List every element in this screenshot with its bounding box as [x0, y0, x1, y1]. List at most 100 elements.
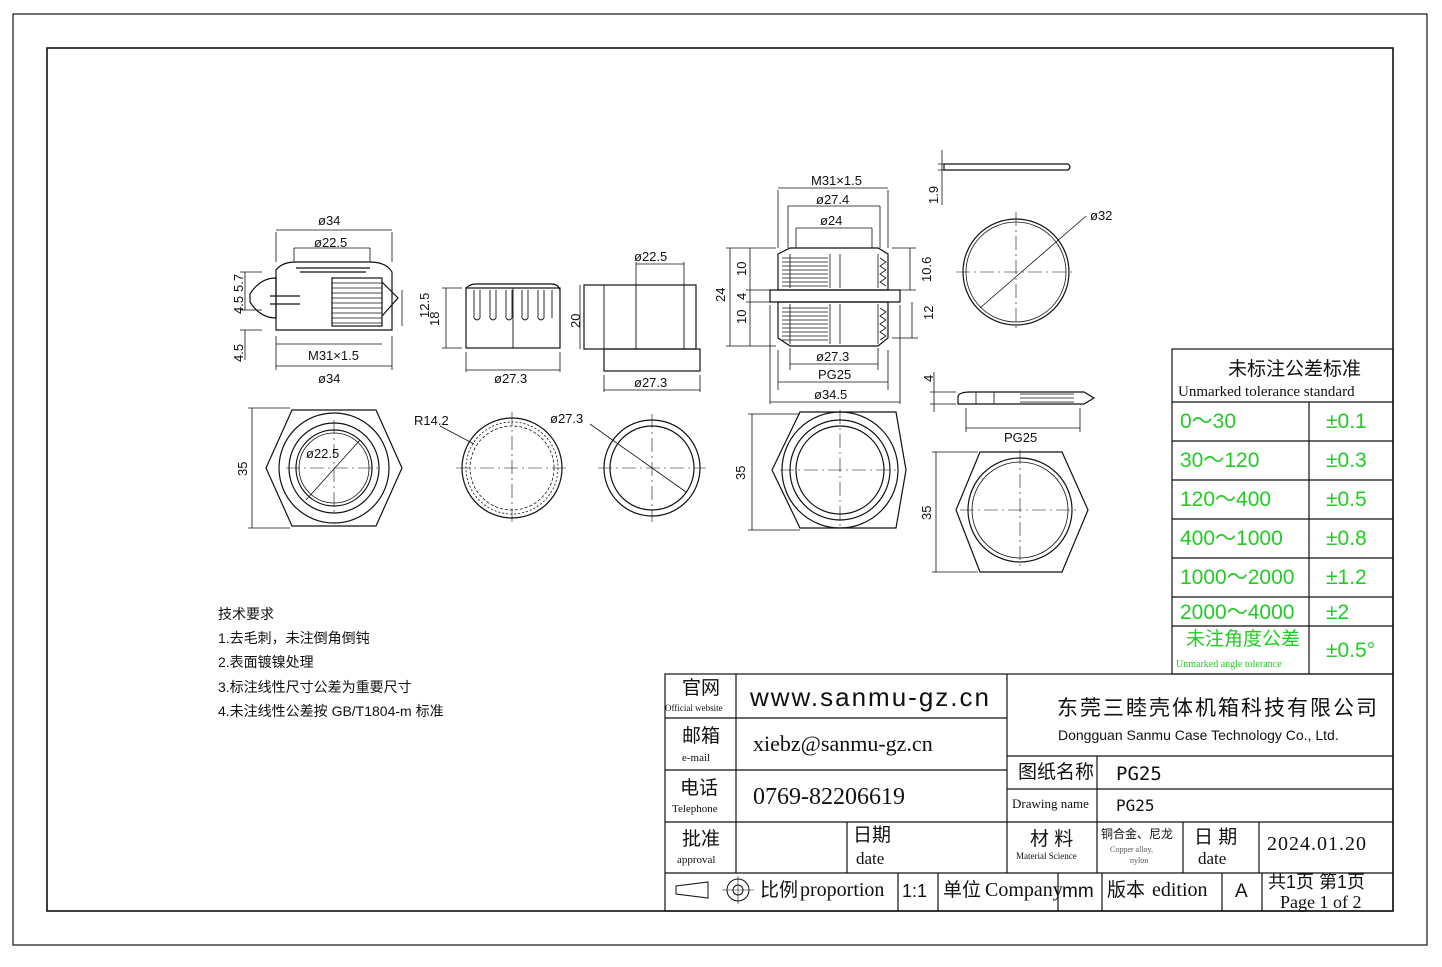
email-label-en: e-mail — [682, 752, 711, 764]
company-name-en: Dongguan Sanmu Case Technology Co., Ltd. — [1058, 727, 1339, 743]
tolerance-value: ±2 — [1326, 601, 1350, 624]
dim-label: 35 — [919, 505, 934, 520]
approval-label-cn: 批准 — [682, 829, 721, 850]
view-washer-top — [956, 212, 1087, 332]
tolerance-value: ±0.3 — [1326, 449, 1367, 472]
edition-label-en: edition — [1152, 879, 1208, 901]
dim-label: ø27.3 — [494, 371, 528, 386]
material-value-cn: 铜合金、尼龙 — [1101, 827, 1174, 841]
material-value-en-2: nylon — [1130, 856, 1149, 865]
dim-label: 35 — [235, 461, 250, 476]
view-sleeve-side — [442, 283, 561, 372]
dim-label: ø22.5 — [314, 235, 348, 250]
tolerance-value: ±1.2 — [1326, 566, 1367, 589]
tolerance-value: ±0.8 — [1326, 527, 1367, 550]
company-name-cn: 东莞三睦壳体机箱科技有限公司 — [1057, 697, 1379, 720]
outer-frame — [12, 13, 1428, 946]
unit-label-en: Company — [985, 879, 1063, 901]
tolerance-value: ±0.5 — [1326, 488, 1367, 511]
dim-label: 12 — [921, 305, 936, 320]
dim-label: 4.5 — [231, 295, 246, 314]
dim-label: ø27.3 — [634, 375, 668, 390]
dim-label: 5.7 — [231, 273, 246, 292]
date-label-cn: 日期 — [853, 825, 892, 846]
tolerance-range: 120～400 — [1180, 488, 1272, 511]
dim-label: R14.2 — [414, 413, 449, 428]
dim-label: M31×1.5 — [308, 348, 359, 363]
drawing-name-value: PG25 — [1116, 763, 1162, 785]
dim-label: 20 — [568, 313, 583, 328]
view-connector-top — [748, 410, 907, 531]
date2-label-en: date — [1198, 849, 1227, 868]
dim-label: 35 — [733, 465, 748, 480]
tolerance-range: 30～120 — [1180, 449, 1260, 472]
dim-label: 4 — [734, 292, 749, 300]
phone-label-cn: 电话 — [680, 778, 719, 799]
material-label-en: Material Science — [1016, 851, 1077, 861]
dim-label: ø27.3 — [550, 411, 584, 426]
dim-label: ø27.4 — [816, 192, 850, 207]
view-connector-section — [726, 187, 918, 404]
dim-label: PG25 — [818, 367, 852, 382]
dim-label: ø22.5 — [634, 249, 668, 264]
email-value: xiebz@sanmu-gz.cn — [753, 731, 933, 756]
projection-symbol-icon — [675, 876, 754, 904]
drawing-name-label-en: Drawing name — [1012, 796, 1089, 811]
dim-label: PG25 — [1004, 430, 1038, 445]
drawing-name-value-2: PG25 — [1116, 796, 1155, 815]
date-value: 2024.01.20 — [1267, 833, 1367, 855]
dim-label: 18 — [427, 311, 442, 326]
tech-requirement-item: 1.去毛刺，未注倒角倒钝 — [218, 630, 370, 646]
tech-requirements-title: 技术要求 — [218, 606, 274, 622]
dim-label: ø22.5 — [306, 446, 340, 461]
edition-label-cn: 版本 — [1107, 880, 1146, 901]
scale-label-cn: 比例 — [760, 880, 799, 901]
view-washer-edge — [938, 150, 1071, 205]
tolerance-title-en: Unmarked tolerance standard — [1178, 384, 1355, 400]
dim-label: 4.5 — [231, 343, 246, 362]
dim-label: 10 — [734, 309, 749, 324]
dim-label: M31×1.5 — [811, 173, 862, 188]
website-value: www.sanmu-gz.cn — [750, 682, 991, 712]
tolerance-value: ±0.1 — [1326, 410, 1367, 433]
phone-label-en: Telephone — [672, 803, 718, 815]
date-label-en: date — [856, 849, 885, 868]
approval-label-en: approval — [677, 854, 716, 866]
view-seal-top — [589, 414, 706, 522]
phone-value: 0769-82206619 — [753, 784, 905, 810]
view-gland-top — [248, 407, 403, 529]
pages-cn: 共1页 第1页 — [1268, 872, 1366, 892]
view-locknut-edge — [930, 372, 1096, 432]
dim-label: 1.9 — [926, 185, 941, 204]
dim-label: 10.6 — [919, 256, 934, 282]
tolerance-angle-en: Unmarked angle tolerance — [1176, 659, 1282, 670]
tolerance-range: 1000～2000 — [1180, 566, 1295, 589]
dim-label: ø27.3 — [816, 349, 850, 364]
website-label-cn: 官网 — [682, 678, 721, 699]
dim-label: 4 — [921, 374, 936, 382]
dim-label: ø24 — [820, 213, 843, 228]
tolerance-angle-value: ±0.5° — [1326, 639, 1376, 662]
material-label-cn: 材 料 — [1030, 829, 1074, 850]
dim-label: ø34 — [318, 371, 341, 386]
view-sleeve-top — [439, 412, 568, 524]
scale-value: 1:1 — [902, 881, 928, 901]
tolerance-range: 400～1000 — [1180, 527, 1283, 550]
tech-requirement-item: 2.表面镀镍处理 — [218, 654, 314, 670]
tolerance-range: 2000～4000 — [1180, 601, 1295, 624]
website-label-en: Official website — [665, 703, 723, 713]
dim-label: ø34.5 — [814, 387, 848, 402]
date2-label-cn: 日 期 — [1194, 827, 1238, 848]
edition-value: A — [1235, 881, 1248, 902]
view-locknut-top — [932, 450, 1089, 573]
tech-requirement-item: 4.未注线性公差按 GB/T1804-m 标准 — [218, 703, 444, 719]
tolerance-title-cn: 未标注公差标准 — [1228, 359, 1362, 380]
view-seal-side — [579, 262, 701, 392]
scale-label-en: proportion — [800, 879, 885, 901]
tolerance-range: 0～30 — [1180, 410, 1237, 433]
tech-requirement-item: 3.标注线性尺寸公差为重要尺寸 — [218, 679, 412, 695]
view-gland-side — [240, 229, 403, 370]
tolerance-angle-cn: 未注角度公差 — [1186, 629, 1301, 650]
